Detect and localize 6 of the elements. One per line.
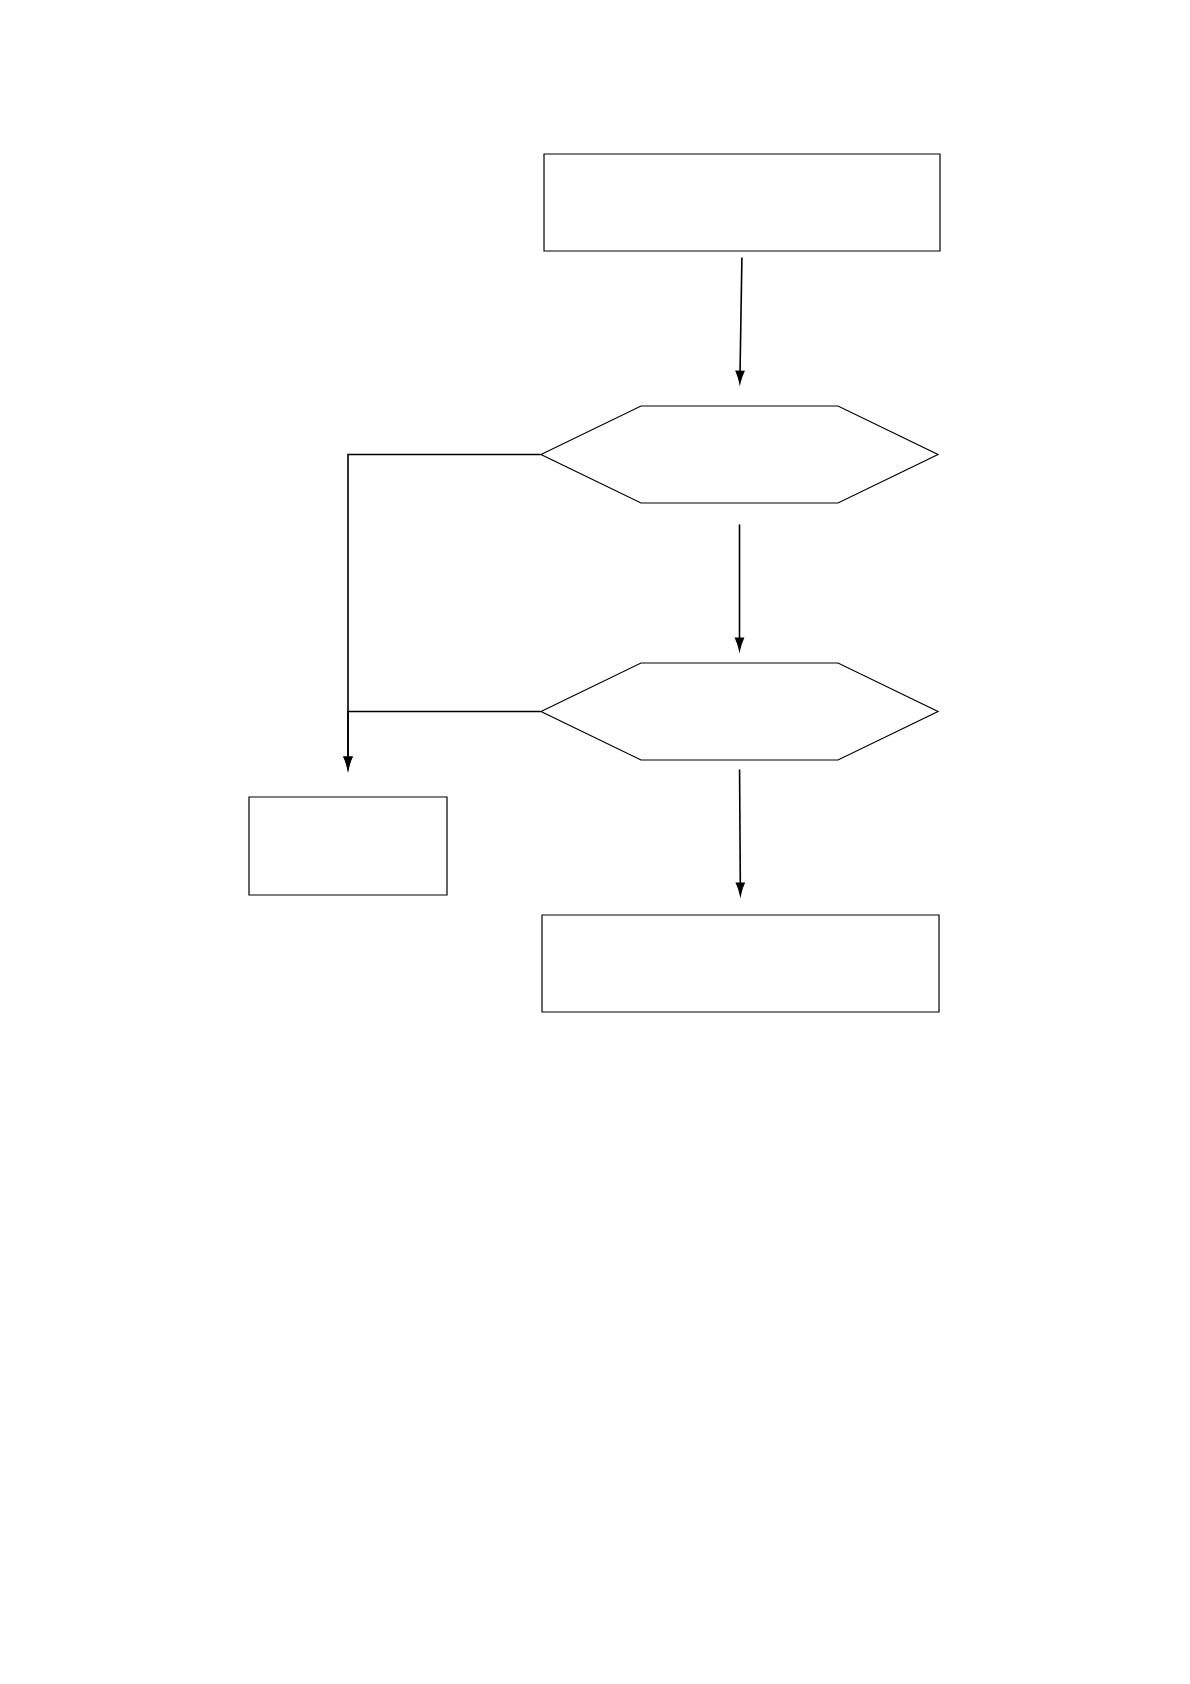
arrow (343, 710, 542, 770)
arrow (735, 256, 745, 384)
process-box (543, 153, 941, 252)
arrow (735, 768, 745, 896)
process-box (541, 914, 940, 1013)
process-box (248, 796, 448, 896)
